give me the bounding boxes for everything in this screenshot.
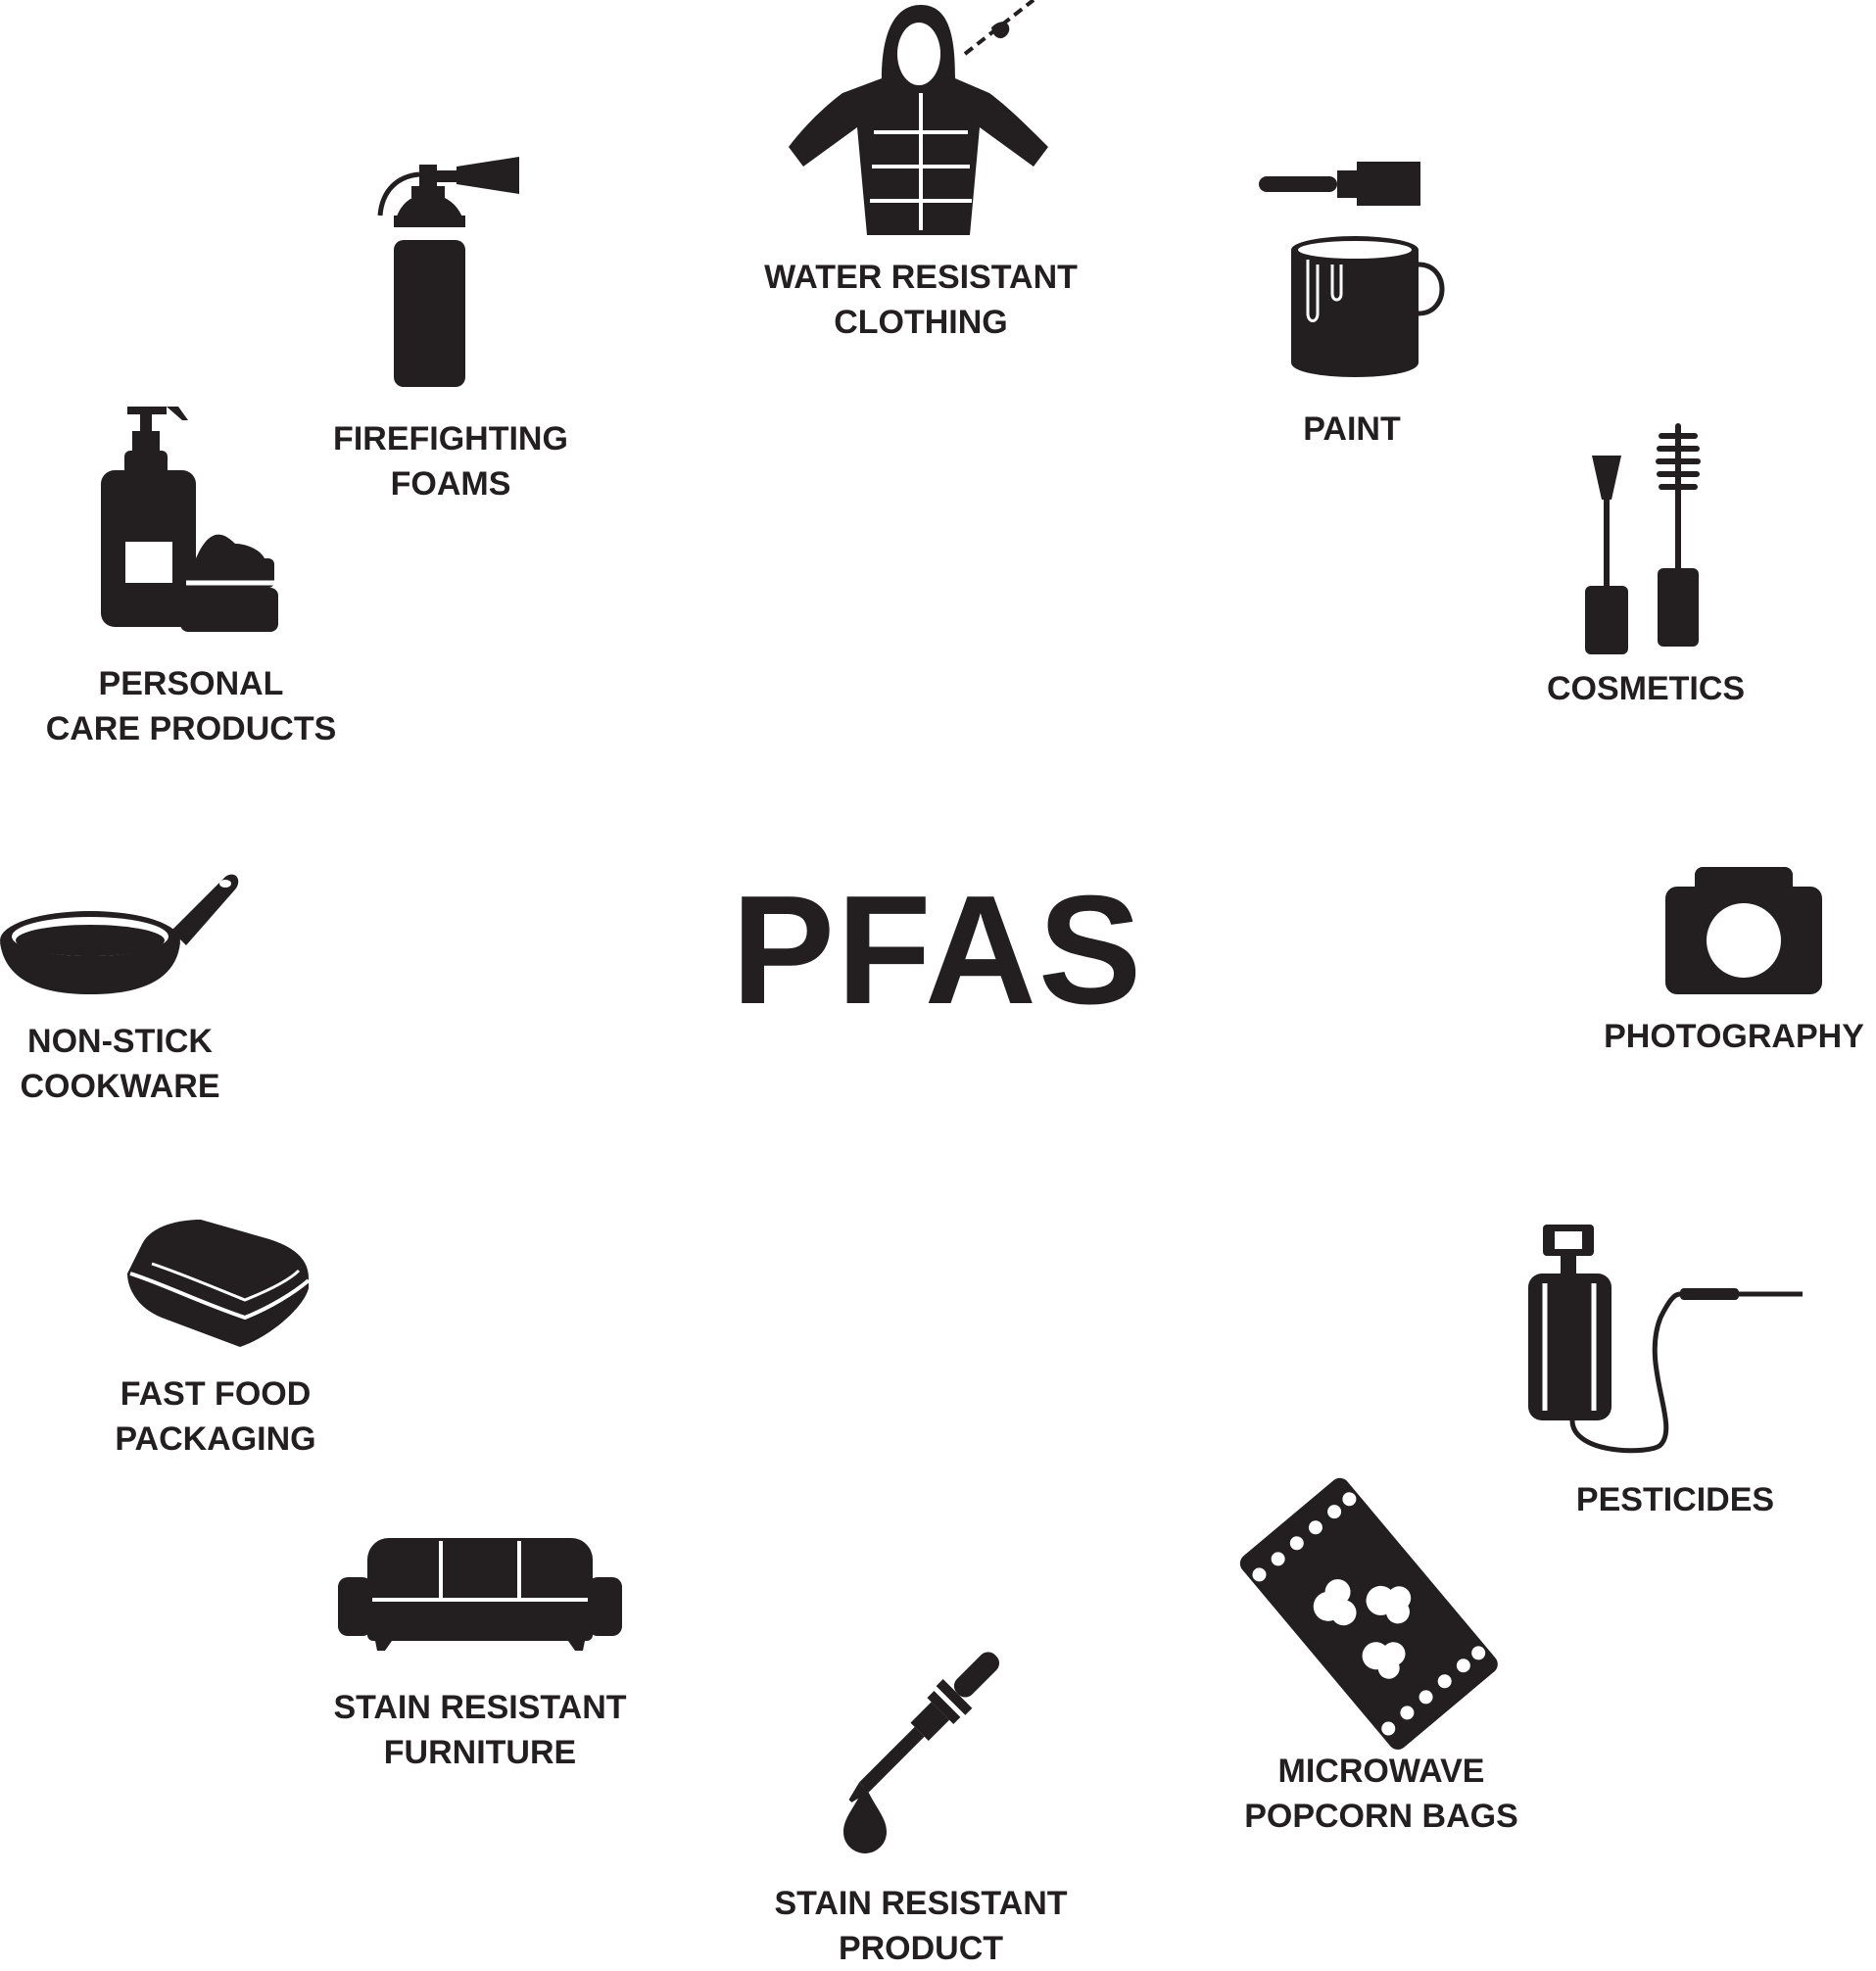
- paint-bucket-icon: [1259, 162, 1445, 377]
- label-cosmetics: COSMETICS: [1546, 670, 1746, 707]
- sofa-icon: [338, 1538, 622, 1651]
- fire-extinguisher-icon: [377, 157, 519, 387]
- center-title: PFAS: [731, 864, 1144, 1036]
- sprayer-icon: [1528, 1225, 1803, 1454]
- mascara-icon: [1585, 423, 1701, 654]
- popcorn-bag-icon: [1239, 1477, 1498, 1750]
- label-photography: PHOTOGRAPHY: [1604, 1018, 1864, 1055]
- hooded-jacket-icon: [789, 0, 1048, 235]
- frying-pan-icon: [0, 874, 239, 994]
- camera-icon: [1665, 867, 1822, 994]
- dropper-icon: [843, 1652, 1000, 1853]
- label-pesticides: PESTICIDES: [1575, 1481, 1775, 1518]
- food-container-icon: [127, 1220, 311, 1347]
- pump-bottle-icon: [101, 407, 278, 632]
- label-paint: PAINT: [1303, 410, 1401, 448]
